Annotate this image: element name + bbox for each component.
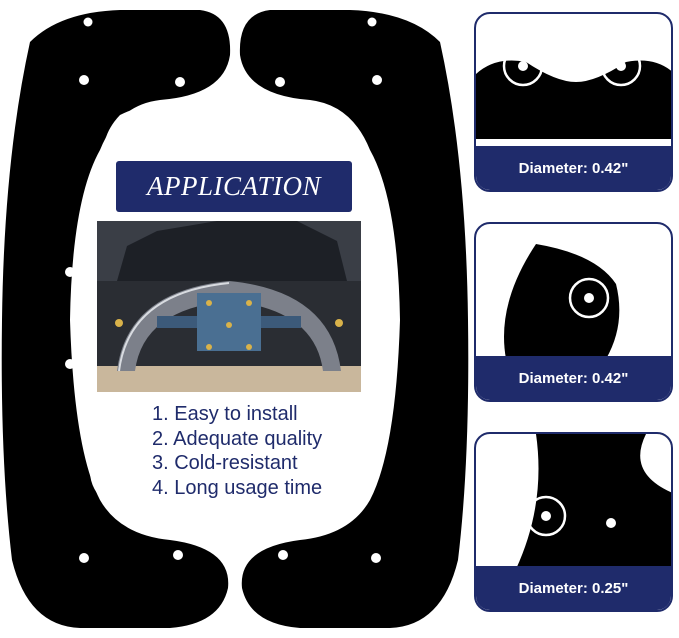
mounting-holes (65, 17, 397, 563)
diameter-caption: Diameter: 0.42" (476, 356, 671, 400)
feature-item: 3. Cold-resistant (152, 452, 298, 474)
application-banner: APPLICATION (116, 161, 352, 212)
feature-list: 1. Easy to install 2. Adequate quality 3… (152, 402, 322, 500)
banner-title: APPLICATION (147, 171, 321, 201)
detail-card-2: Diameter: 0.42" (474, 222, 673, 402)
diameter-caption: Diameter: 0.42" (476, 146, 671, 190)
detail-card-3: Diameter: 0.25" (474, 432, 673, 612)
feature-item: 4. Long usage time (152, 476, 323, 499)
feature-item: 1. Easy to install (152, 403, 298, 425)
installation-photo (97, 221, 361, 392)
detail-card-1: Diameter: 0.42" (474, 12, 673, 192)
left-paddle (1, 10, 231, 628)
right-paddle (239, 10, 469, 628)
diameter-caption: Diameter: 0.25" (476, 566, 671, 610)
feature-item: 2. Adequate quality (152, 427, 323, 450)
